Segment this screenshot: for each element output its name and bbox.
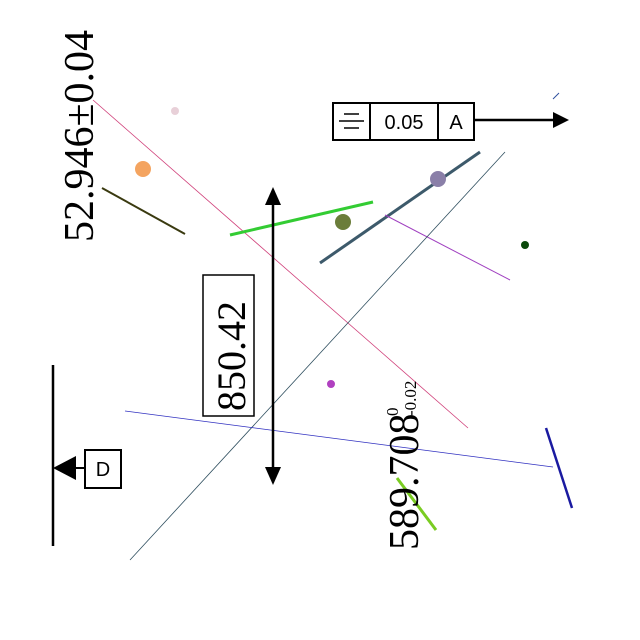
lower-dimension-upper-tolerance: 0: [383, 408, 402, 417]
purple-line: [384, 214, 511, 281]
lavender-dot: [430, 171, 446, 187]
fcf-datum-cell: [437, 102, 475, 141]
datum-label: D: [96, 459, 110, 481]
datum-box: [84, 449, 122, 489]
dimension-box: [202, 274, 255, 417]
lower-dimension-value: 589.708: [382, 414, 428, 551]
lime-line: [395, 477, 438, 531]
fcf-arrow-icon: [553, 112, 569, 128]
magenta-line: [92, 99, 469, 429]
green-line: [229, 200, 374, 237]
teal-line: [129, 151, 506, 561]
pink-dot: [171, 107, 179, 115]
violet-dot: [327, 380, 335, 388]
olive-dot: [335, 214, 351, 230]
fcf-tolerance: 0.05: [385, 112, 424, 134]
olive-line: [101, 187, 186, 235]
slate-line: [319, 150, 481, 265]
blue-line: [124, 410, 554, 468]
datum-feature: D: [51, 365, 122, 546]
navy-line: [544, 427, 574, 509]
symmetry-icon: [339, 113, 364, 129]
vertical-dimension: 850.42: [202, 187, 281, 485]
upper-tolerance-dimension: 52.946±0.04: [57, 30, 103, 242]
lower-dimension-lower-tolerance: -0.02: [401, 381, 420, 416]
arrow-up-icon: [265, 187, 281, 205]
dark-green-dot: [521, 241, 529, 249]
vertical-dimension-value: 850.42: [209, 301, 254, 411]
small-blue-tick: [552, 92, 560, 100]
datum-triangle-icon: [53, 456, 76, 480]
orange-dot: [135, 161, 151, 177]
fcf-datum: A: [449, 112, 463, 134]
lower-dimension: 589.708 0 -0.02: [382, 381, 428, 550]
feature-control-frame: 0.05 A: [332, 102, 569, 141]
arrow-down-icon: [265, 467, 281, 485]
